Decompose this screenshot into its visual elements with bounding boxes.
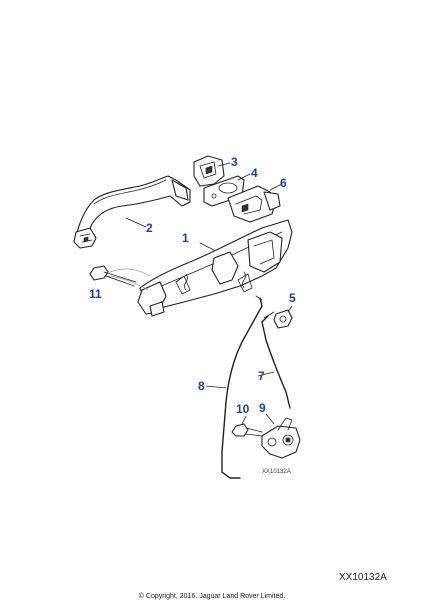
callout-8: 8 [198,379,205,393]
handle-carrier-part [137,219,293,317]
callout-6: 6 [280,176,287,190]
copyright-notice: © Copyright, 2016. Jaguar Land Rover Lim… [138,593,286,600]
long-rod-part [221,295,263,479]
callout-5: 5 [289,291,296,305]
lever-part-9 [261,417,301,459]
callout-10: 10 [236,402,250,416]
callout-7: 7 [258,369,265,383]
clip-part-5 [273,309,293,329]
callout-9: 9 [259,401,266,415]
outside-handle-part [73,175,191,249]
callout-3: 3 [231,155,238,169]
bracket-part [193,155,225,187]
callout-2: 2 [146,221,153,235]
bolt-part-10 [231,423,263,437]
callout-4: 4 [251,166,258,180]
diagram-reference-code: XX10132A [339,572,387,583]
rod-part-7 [261,311,291,409]
callout-1: 1 [182,231,189,245]
diagram-reference-small: XX10132A [262,469,291,475]
lock-housing-part [227,185,281,223]
leader-lines [125,162,293,425]
callout-11: 11 [89,287,102,301]
screw-part-11 [89,265,151,291]
